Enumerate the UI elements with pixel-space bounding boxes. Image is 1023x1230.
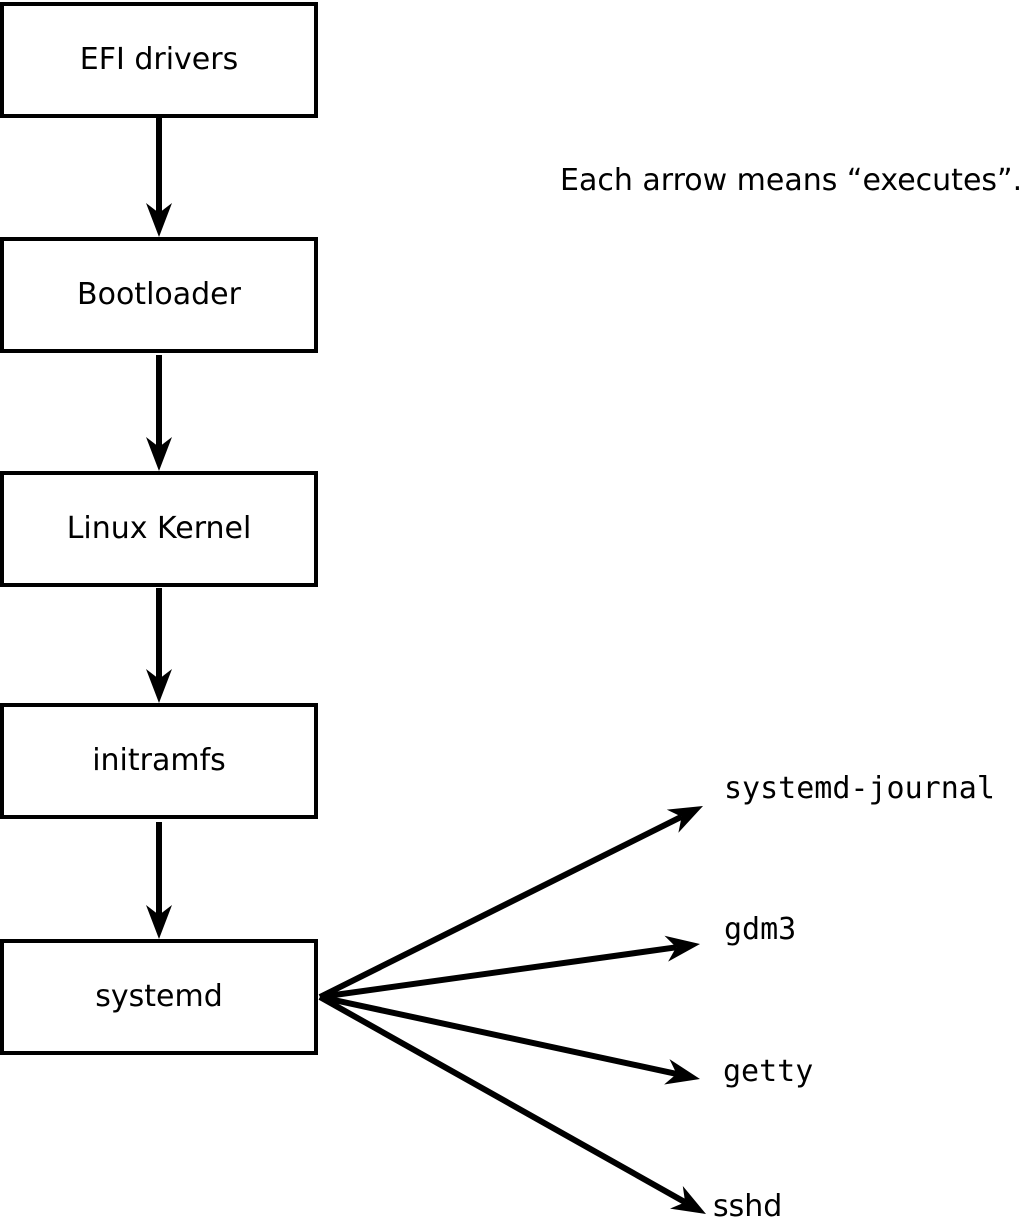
node-linux-kernel-label: Linux Kernel xyxy=(66,511,252,546)
node-bootloader: Bootloader xyxy=(0,237,318,353)
target-sshd-label: sshd xyxy=(713,1189,783,1224)
node-bootloader-label: Bootloader xyxy=(77,277,241,312)
target-systemd-journal-label: systemd-journal xyxy=(724,771,995,806)
node-initramfs-label: initramfs xyxy=(92,743,226,778)
target-getty-label: getty xyxy=(723,1054,814,1089)
arrow-systemd-to-getty xyxy=(319,994,700,1085)
node-systemd-label: systemd xyxy=(95,979,223,1014)
arrow-efi-to-bootloader xyxy=(146,118,172,237)
arrow-systemd-to-journal xyxy=(318,806,703,1000)
arrow-systemd-to-sshd xyxy=(318,994,706,1214)
node-efi-drivers-label: EFI drivers xyxy=(79,42,239,77)
arrow-systemd-to-gdm3 xyxy=(319,935,700,1000)
arrow-kernel-to-initramfs xyxy=(146,588,172,703)
annotation-arrow-meaning: Each arrow means “executes”. xyxy=(560,163,1023,198)
arrow-initramfs-to-systemd xyxy=(146,822,172,939)
target-gdm3-label: gdm3 xyxy=(724,912,797,947)
node-linux-kernel: Linux Kernel xyxy=(0,471,318,587)
arrow-bootloader-to-kernel xyxy=(146,355,172,471)
node-systemd: systemd xyxy=(0,939,318,1055)
node-efi-drivers: EFI drivers xyxy=(0,2,318,118)
node-initramfs: initramfs xyxy=(0,703,318,819)
